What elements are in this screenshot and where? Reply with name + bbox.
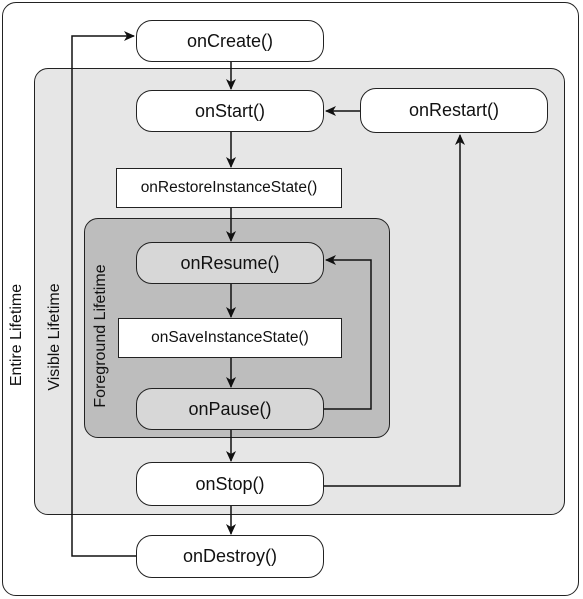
on-restart-node: onRestart() xyxy=(360,88,548,133)
on-resume-node: onResume() xyxy=(136,242,324,284)
on-pause-node: onPause() xyxy=(136,388,324,430)
on-save-instance-state-node: onSaveInstanceState() xyxy=(118,318,342,358)
entire-lifetime-label: Entire Lifetime xyxy=(8,283,25,387)
on-stop-node: onStop() xyxy=(136,462,324,506)
visible-lifetime-label: Visible Lifetime xyxy=(46,283,63,391)
on-start-node: onStart() xyxy=(136,90,324,132)
foreground-lifetime-label: Foreground Lifetime xyxy=(92,264,109,408)
on-create-node: onCreate() xyxy=(136,20,324,62)
on-destroy-node: onDestroy() xyxy=(136,535,324,578)
on-restore-instance-state-node: onRestoreInstanceState() xyxy=(116,168,342,208)
